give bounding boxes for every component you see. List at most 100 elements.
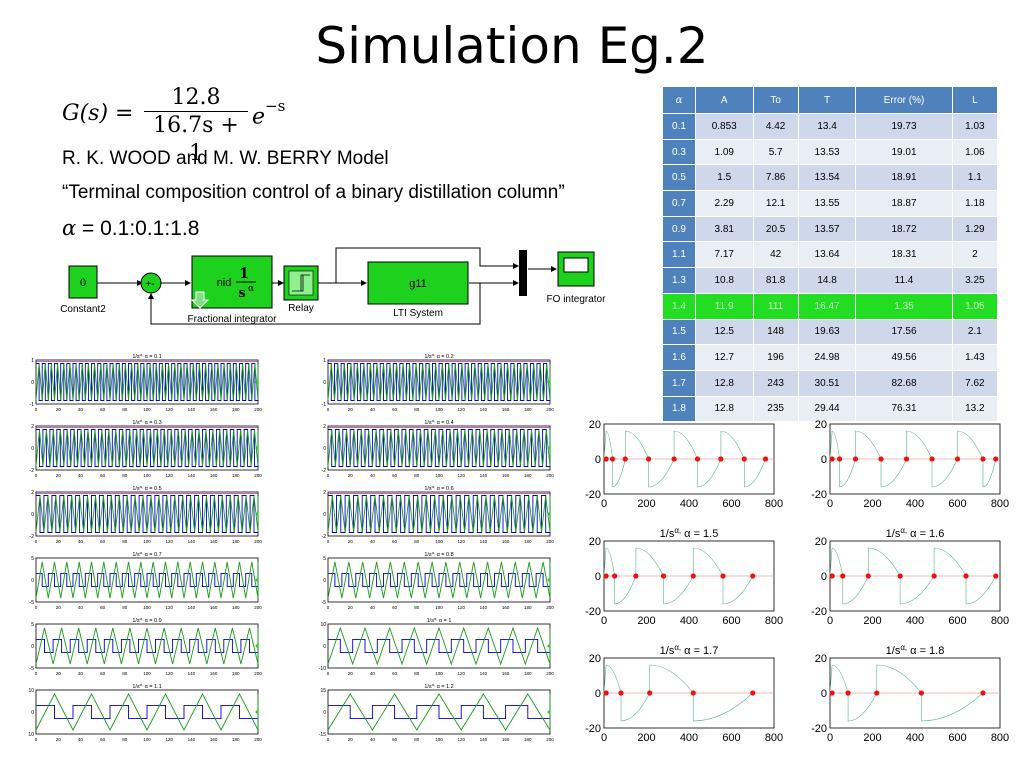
plot-title: 1/sα, α = 0.4 [424, 418, 453, 426]
y-tick-label: 20 [589, 653, 601, 665]
x-tick-label: 140 [480, 539, 488, 544]
table-cell: 12.7 [694, 344, 754, 371]
x-tick-label: 0 [35, 737, 38, 742]
x-tick-label: 140 [188, 671, 196, 676]
x-tick-label: 200 [254, 737, 262, 742]
table-cell: 11.4 [855, 267, 953, 294]
table-cell: 7.62 [951, 369, 999, 397]
x-tick-label: 100 [143, 539, 151, 544]
crossing-marker [874, 690, 880, 696]
y-tick-label: 20 [815, 536, 827, 548]
lti-system-block[interactable]: g11 [367, 261, 469, 305]
relay-block[interactable] [283, 265, 319, 301]
end-marker [547, 644, 551, 648]
x-tick-label: 60 [100, 539, 106, 544]
x-tick-label: 140 [188, 539, 196, 544]
x-tick-label: 180 [232, 539, 240, 544]
relay-output-line [328, 572, 551, 588]
y-tick-label: 15 [320, 688, 326, 694]
crossing-marker [750, 690, 756, 696]
table-cell: 1.29 [951, 215, 999, 243]
y-tick-label: -5 [30, 666, 35, 672]
plot-title: 1/sα, α = 1.6 [886, 526, 945, 540]
x-tick-label: 120 [457, 407, 465, 412]
formula-lhs: G(s) = [62, 101, 134, 126]
x-tick-label: 80 [122, 407, 128, 412]
y-tick-label: 5 [323, 556, 326, 562]
table-cell: 30.51 [797, 369, 857, 397]
x-tick-label: 200 [254, 539, 262, 544]
y-tick-label: 0 [595, 688, 601, 700]
sum-block[interactable]: +- [140, 272, 162, 294]
table-header-cell: T [797, 86, 857, 114]
x-tick-label: 100 [143, 737, 151, 742]
table-cell: 13.53 [797, 138, 857, 166]
x-tick-label: 100 [435, 473, 443, 478]
exp-base: e [252, 104, 266, 130]
slide-title: Simulation Eg.2 [315, 17, 709, 75]
y-tick-label: 20 [815, 653, 827, 665]
crossing-marker [660, 573, 667, 579]
x-tick-label: 60 [392, 671, 398, 676]
table-cell: 148 [752, 318, 799, 346]
y-tick-label: 0 [31, 446, 34, 452]
x-tick-label: 200 [254, 605, 262, 610]
y-tick-label: 2 [323, 424, 326, 430]
formula-denominator: 16.7s + 1 [153, 113, 239, 166]
table-cell: 18.31 [855, 241, 953, 269]
end-marker [255, 512, 259, 516]
x-tick-label: 0 [327, 473, 330, 478]
scope-block[interactable] [557, 251, 595, 287]
x-tick-label: 80 [414, 407, 420, 412]
x-tick-label: 20 [348, 671, 354, 676]
constant-block[interactable]: 0 [68, 265, 98, 299]
table-cell: 29.44 [797, 395, 857, 423]
x-tick-label: 200 [637, 615, 655, 627]
fractional-integrator-block[interactable]: nid 1 s α [190, 255, 273, 309]
y-tick-label: -1 [322, 402, 327, 408]
x-tick-label: 80 [414, 473, 420, 478]
constant-value: 0 [80, 277, 86, 289]
table-cell: 24.98 [797, 344, 857, 371]
process-output-line [327, 626, 551, 666]
x-tick-label: 0 [601, 732, 607, 744]
table-cell: 42 [752, 241, 799, 269]
process-output-line [327, 363, 551, 401]
x-tick-label: 20 [56, 539, 62, 544]
x-tick-label: 100 [435, 539, 443, 544]
x-tick-label: 120 [165, 737, 173, 742]
x-tick-label: 60 [392, 605, 398, 610]
table-cell: 0.853 [694, 113, 754, 140]
y-tick-label: 0 [323, 512, 326, 518]
x-tick-label: 200 [863, 615, 881, 627]
table-cell: 14.8 [797, 267, 857, 294]
x-tick-label: 200 [546, 407, 554, 412]
x-tick-label: 0 [327, 671, 330, 676]
formula-numerator: 12.8 [171, 85, 221, 110]
table-cell: 196 [752, 344, 799, 371]
x-tick-label: 100 [435, 671, 443, 676]
crossing-marker [622, 456, 628, 462]
relay-output-line [328, 429, 551, 467]
x-tick-label: 40 [370, 539, 376, 544]
x-tick-label: 80 [122, 473, 128, 478]
crossing-marker [918, 690, 924, 696]
crossing-marker [980, 690, 986, 696]
x-tick-label: 40 [78, 605, 84, 610]
relay-output-line [36, 429, 259, 467]
model-reference: R. K. WOOD and M. W. BERRY Model [62, 148, 389, 169]
mux-block[interactable] [519, 250, 527, 296]
x-tick-label: 400 [906, 498, 924, 510]
relay-label: Relay [288, 303, 314, 314]
x-tick-label: 20 [56, 605, 62, 610]
y-tick-label: -15 [319, 732, 326, 738]
